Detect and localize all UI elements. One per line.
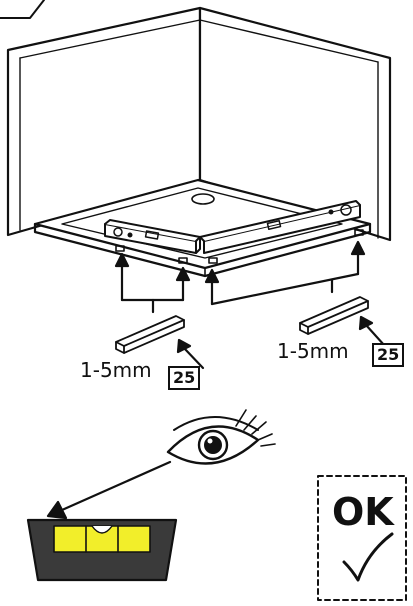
part-arrow-right [358, 315, 386, 347]
shim-left [115, 315, 185, 354]
shim-right [299, 296, 369, 335]
adjust-arrows-left [114, 252, 191, 314]
adjust-arrows-right [204, 240, 366, 306]
spirit-level-left [104, 219, 201, 254]
shim-right-part-number: 25 [372, 343, 405, 367]
check-mark-icon [342, 532, 394, 582]
shower-tray [33, 178, 372, 278]
ok-frame [317, 475, 407, 601]
shim-right-size-label: 1-5mm [277, 339, 349, 363]
spirit-level-right [199, 200, 361, 254]
shim-left-size-label: 1-5mm [80, 358, 152, 382]
part-arrow-left [176, 338, 205, 370]
drain-hole [191, 193, 215, 205]
ok-label: OK [332, 490, 394, 534]
step-corner-badge [0, 0, 45, 19]
adjustment-feet [115, 229, 364, 264]
spirit-level-vial [26, 518, 178, 582]
right-wall [198, 6, 392, 242]
shim-left-part-number: 25 [168, 366, 201, 390]
sight-arrow [46, 460, 172, 520]
eye-icon [166, 409, 276, 465]
